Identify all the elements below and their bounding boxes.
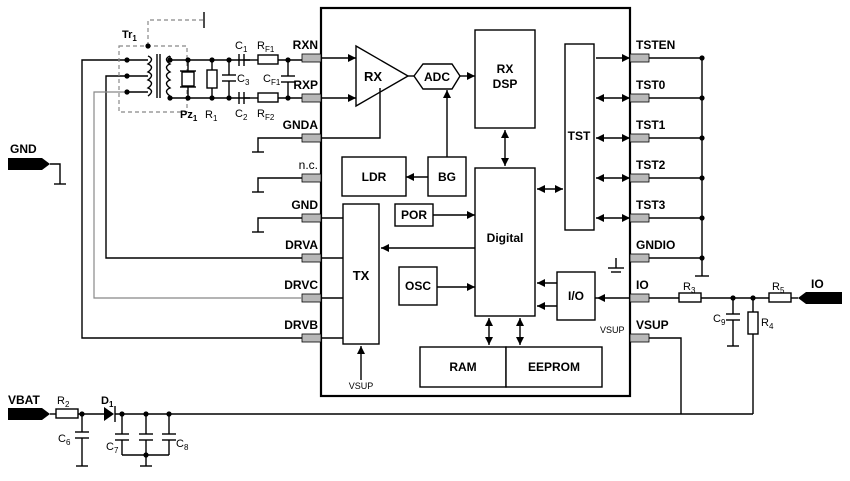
- tst-block: [564, 43, 595, 231]
- gnd-wire: [50, 163, 61, 184]
- vsup-inside-label: VSUP: [600, 325, 625, 335]
- tst-label: TST: [568, 129, 591, 143]
- pin-label-tst3: TST3: [636, 198, 666, 212]
- internal-connections: [321, 54, 630, 380]
- vbat-label: VBAT: [8, 393, 40, 407]
- eeprom-label: EEPROM: [528, 360, 580, 374]
- io-block: [556, 271, 596, 321]
- osc-label: OSC: [405, 279, 431, 293]
- pin-label-drvc: DRVC: [284, 278, 318, 292]
- rx-label: RX: [364, 69, 382, 84]
- pin-label-tsten: TSTEN: [636, 38, 675, 52]
- supply-wiring: [50, 406, 753, 467]
- tx-label: TX: [353, 268, 370, 283]
- pz1-label: Pz1: [180, 109, 198, 123]
- pin-label-io: IO: [636, 278, 649, 292]
- rx-dsp-block: [474, 29, 536, 129]
- bg-label: BG: [438, 170, 456, 184]
- pin-label-tst2: TST2: [636, 158, 666, 172]
- digital-block: [474, 167, 536, 317]
- pin-label-rxp: RXP: [293, 78, 318, 92]
- r3-label: R3: [683, 281, 696, 295]
- eeprom-block: [505, 346, 603, 388]
- rf1-label: RF1: [257, 40, 275, 54]
- pin-label-vsup: VSUP: [636, 318, 669, 332]
- c2-label: C2: [235, 108, 248, 122]
- c3-label: C3: [237, 73, 250, 87]
- cf1-label: CF1: [263, 73, 281, 87]
- io-block-label: I/O: [568, 289, 584, 303]
- osc-block: [398, 266, 438, 306]
- pin-label-drva: DRVA: [285, 238, 318, 252]
- gnd-terminal: [8, 158, 50, 170]
- r4-label: R4: [761, 317, 774, 331]
- tx-block: [342, 203, 380, 345]
- right-pin-pads: [629, 53, 650, 343]
- junction-dots: [124, 43, 291, 101]
- pin-label-tst0: TST0: [636, 78, 666, 92]
- c7-label: C7: [106, 441, 119, 455]
- pin-label-gnda: GNDA: [283, 118, 319, 132]
- rx-dsp-label-1: RX: [497, 62, 514, 76]
- ram-label: RAM: [449, 360, 476, 374]
- rx-dsp-label-2: DSP: [493, 77, 518, 91]
- ldr-label: LDR: [362, 170, 387, 184]
- io-terminal: [798, 292, 842, 304]
- pin-label-drvb: DRVB: [284, 318, 318, 332]
- right-external-wiring: [608, 57, 798, 414]
- c9-label: C9: [713, 313, 726, 327]
- c6-label: C6: [58, 433, 71, 447]
- bg-block: [427, 156, 467, 197]
- por-label: POR: [401, 208, 427, 222]
- vbat-terminal: [8, 408, 50, 420]
- pin-label-gndio: GNDIO: [636, 238, 675, 252]
- pin-label-gnd: GND: [291, 198, 318, 212]
- adc-label: ADC: [424, 70, 450, 84]
- digital-label: Digital: [487, 231, 524, 245]
- c1-label: C1: [235, 40, 248, 54]
- rf2-label: RF2: [257, 108, 275, 122]
- tr1-label: Tr1: [122, 29, 137, 43]
- r5-label: R5: [772, 281, 785, 295]
- d1-label: D1: [101, 395, 114, 409]
- io-external-label: IO: [811, 277, 824, 291]
- pin-label-rxn: RXN: [293, 38, 318, 52]
- pin-label-nc: n.c.: [299, 158, 318, 172]
- pin-label-tst1: TST1: [636, 118, 666, 132]
- left-external-wiring: [81, 12, 302, 339]
- r1-label: R1: [205, 109, 218, 123]
- vsup-bottom-label: VSUP: [349, 381, 374, 391]
- gnd-external-label: GND: [10, 142, 37, 156]
- c8-label: C8: [176, 438, 189, 452]
- rx-amplifier: [355, 44, 410, 108]
- ldr-block: [341, 156, 407, 197]
- r2-label: R2: [57, 395, 70, 409]
